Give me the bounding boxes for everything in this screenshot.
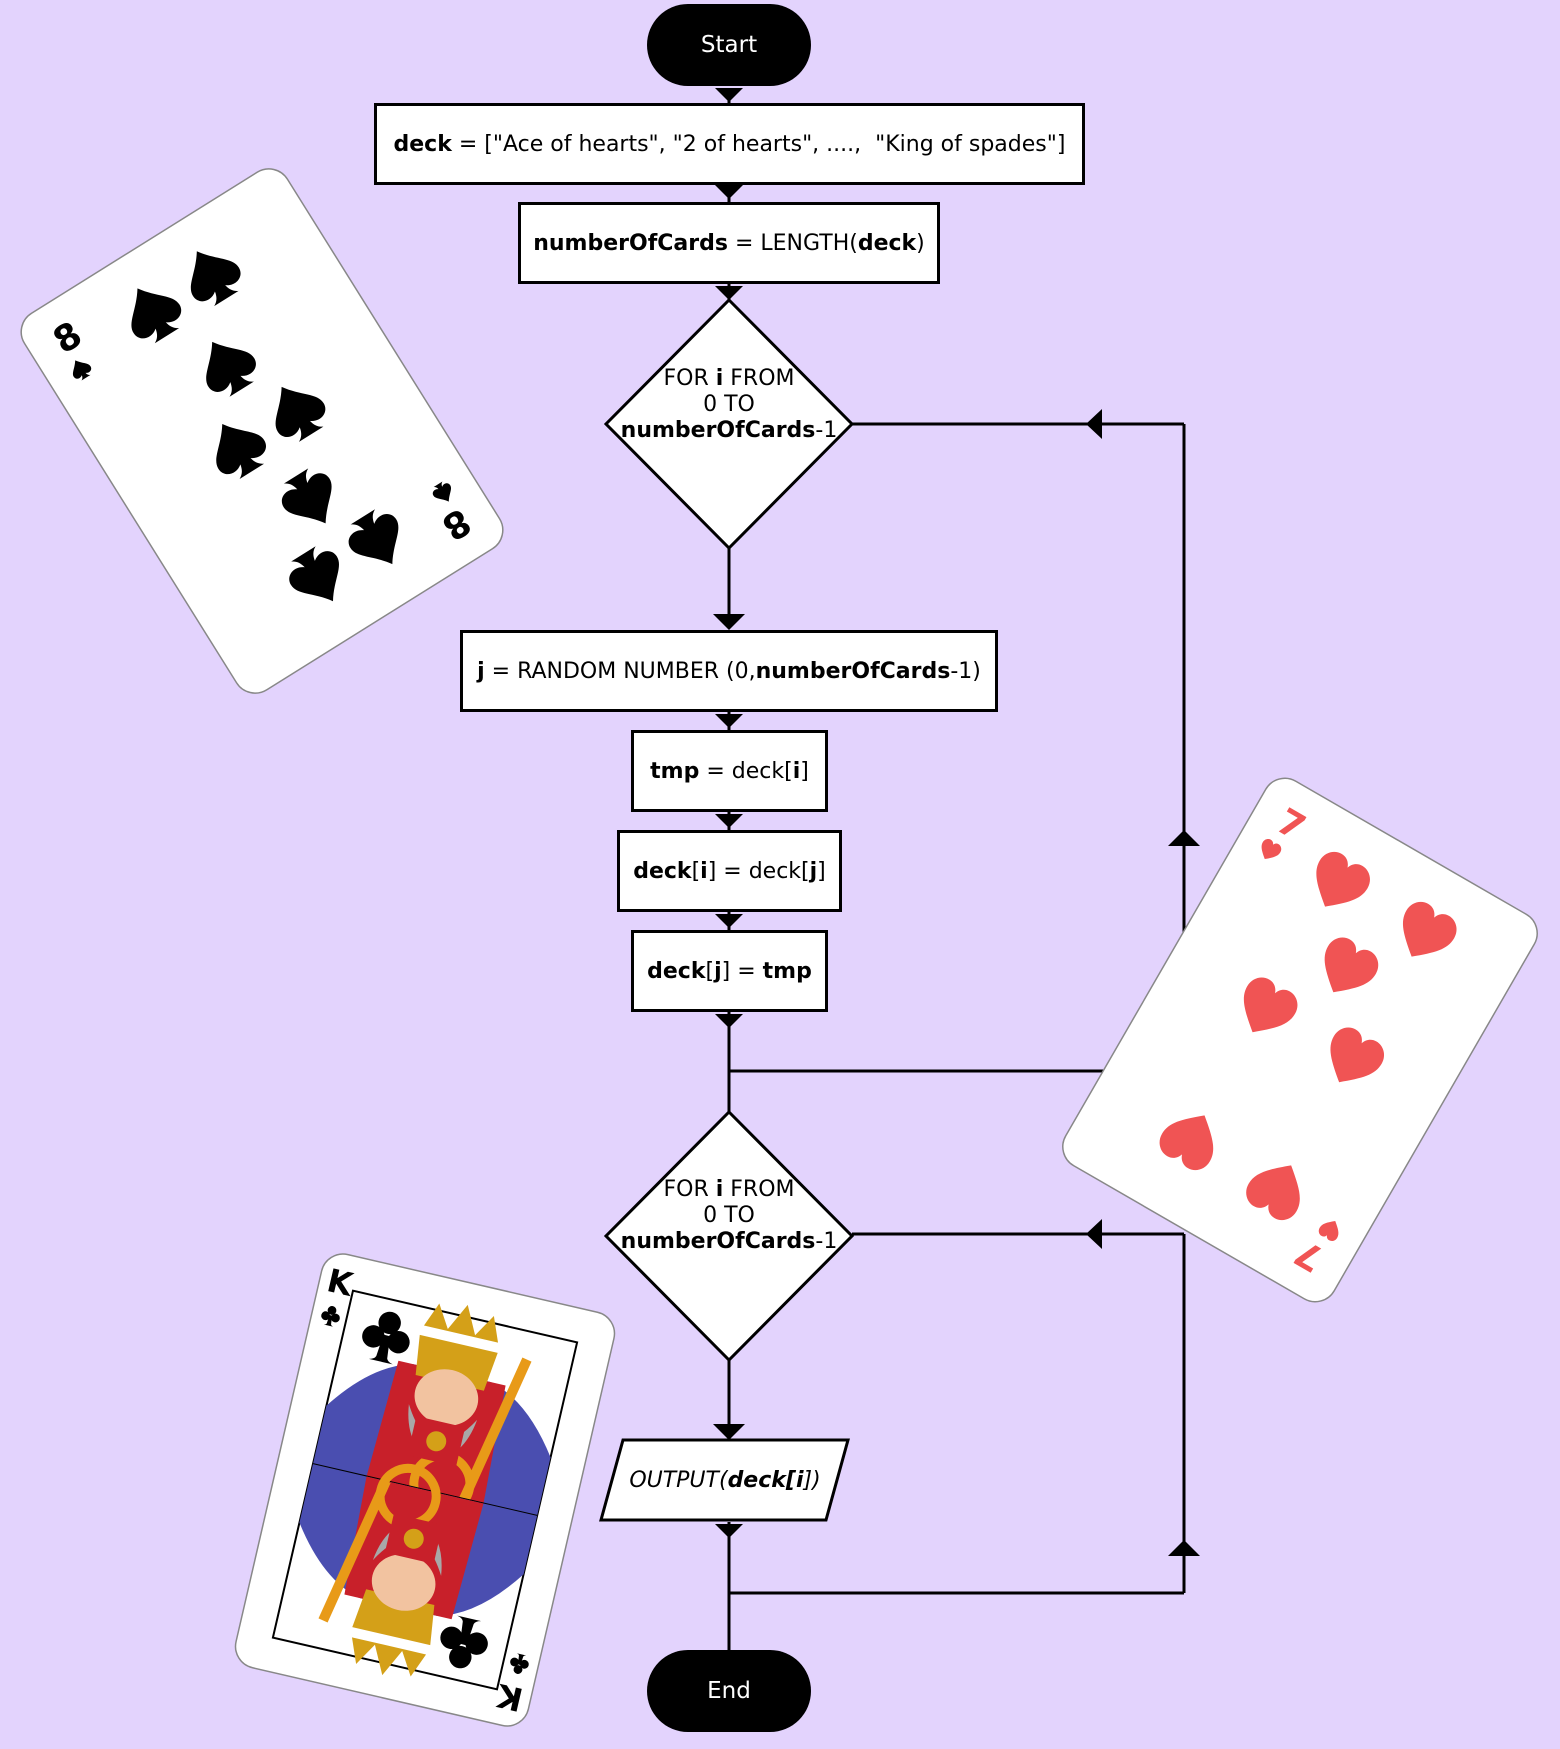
swap-1-f: ] xyxy=(817,858,826,884)
tmp-op: = deck[ xyxy=(699,758,793,784)
loop-2-limit: numberOfCards xyxy=(620,1229,816,1254)
loop-2-var: i xyxy=(715,1177,724,1202)
loop-1-range: 0 TO xyxy=(703,392,755,417)
output-parallelogram xyxy=(599,1438,850,1522)
swap-2-b: [ xyxy=(705,958,715,984)
tmp-assignment-box: tmp = deck[i] xyxy=(631,730,828,812)
end-terminal: End xyxy=(647,1650,811,1732)
random-op: = RANDOM NUMBER (0, xyxy=(484,658,756,684)
deck-var: deck xyxy=(393,131,452,157)
arrowheads xyxy=(713,88,1200,1556)
output-arg: deck[ xyxy=(727,1467,796,1493)
loop-2-minus: -1 xyxy=(815,1229,838,1254)
loop-2-range: 0 TO xyxy=(703,1203,755,1228)
tmp-close: ] xyxy=(800,758,809,784)
tmp-var: tmp xyxy=(650,758,700,784)
start-label: Start xyxy=(700,32,758,58)
decision-diamond-1 xyxy=(603,297,855,551)
output-idx: i xyxy=(795,1467,804,1493)
start-terminal: Start xyxy=(647,4,811,86)
deck-op: = xyxy=(451,131,485,157)
loop-1-var: i xyxy=(715,366,724,391)
tmp-idx: i xyxy=(792,758,801,784)
output-close: ]) xyxy=(803,1467,821,1493)
random-arg: numberOfCards xyxy=(755,658,951,684)
random-close: -1) xyxy=(950,658,981,684)
swap-2-c: j xyxy=(714,958,722,984)
swap-2-d: ] = xyxy=(721,958,763,984)
card-eight-of-spades: 8 8 xyxy=(20,168,504,694)
end-label: End xyxy=(707,1678,751,1704)
loop-1-label: FOR i FROM 0 TO numberOfCards-1 xyxy=(610,366,848,444)
loop-1-minus: -1 xyxy=(815,418,838,443)
deck-value: ["Ace of hearts", "2 of hearts", ...., "… xyxy=(484,131,1066,157)
swap-1-box: deck[i] = deck[j] xyxy=(617,830,842,912)
swap-1-e: j xyxy=(809,858,818,884)
swap-1-c: i xyxy=(700,858,708,884)
swap-2-e: tmp xyxy=(762,958,812,984)
loop-2-from: FROM xyxy=(723,1177,795,1202)
loop-2-label: FOR i FROM 0 TO numberOfCards-1 xyxy=(610,1177,848,1255)
output-label: OUTPUT(deck[i]) xyxy=(605,1440,845,1520)
swap-2-a: deck xyxy=(647,958,706,984)
swap-1-b: [ xyxy=(691,858,701,884)
count-op: = LENGTH( xyxy=(727,230,858,256)
count-close: ) xyxy=(916,230,925,256)
loop-1-for: FOR xyxy=(663,366,716,391)
count-assignment-box: numberOfCards = LENGTH(deck) xyxy=(518,202,940,284)
random-var: j xyxy=(477,658,485,684)
swap-1-a: deck xyxy=(633,858,692,884)
loop-1-from: FROM xyxy=(723,366,795,391)
output-fn: OUTPUT( xyxy=(629,1467,728,1493)
count-var: numberOfCards xyxy=(533,230,728,256)
decision-diamond-2 xyxy=(603,1109,855,1363)
swap-1-d: ] = deck[ xyxy=(707,858,810,884)
card-seven-of-hearts: 7 7 xyxy=(1062,777,1538,1303)
card-king-of-clubs: K xyxy=(234,1253,616,1727)
deck-assignment-box: deck = ["Ace of hearts", "2 of hearts", … xyxy=(374,103,1085,185)
loop-1-limit: numberOfCards xyxy=(620,418,816,443)
random-assignment-box: j = RANDOM NUMBER (0,numberOfCards-1) xyxy=(460,630,998,712)
swap-2-box: deck[j] = tmp xyxy=(631,930,828,1012)
loop-2-for: FOR xyxy=(663,1177,716,1202)
count-arg: deck xyxy=(857,230,917,256)
